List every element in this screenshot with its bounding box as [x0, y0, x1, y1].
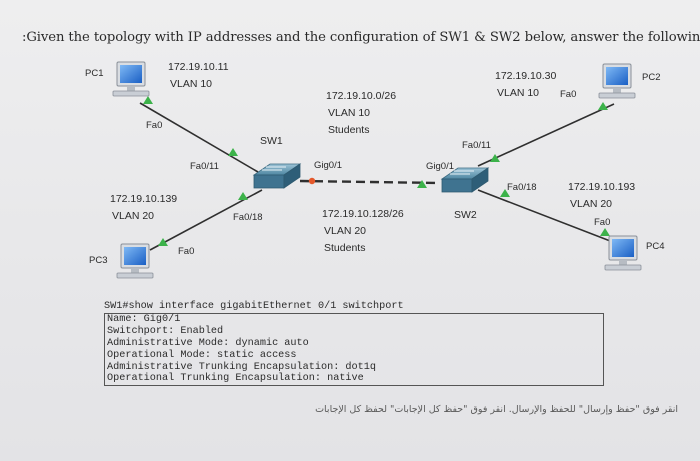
vlan10-name-label: Students	[328, 124, 370, 136]
sw2-fa018-label: Fa0/18	[507, 182, 537, 193]
save-instructions-footer: انقر فوق "حفظ وإرسال" للحفظ والإرسال. ان…	[315, 404, 678, 415]
vlan20-vlan-label: VLAN 20	[324, 225, 367, 237]
question-text: :Given the topology with IP addresses an…	[22, 30, 700, 45]
pc2-vlan-label: VLAN 10	[497, 87, 540, 99]
console-line: SW1#show interface gigabitEthernet 0/1 s…	[104, 301, 404, 312]
port-indicator-pc1-fa0	[143, 96, 153, 104]
link-pc1-sw1	[139, 102, 259, 173]
pc1-computer-icon[interactable]	[112, 61, 150, 97]
pc2-label: PC2	[642, 72, 661, 83]
pc3-ip-label: 172.19.10.139	[110, 193, 178, 205]
console-line: Operational Trunking Encapsulation: nati…	[104, 373, 604, 387]
port-indicator-pc2-fa0	[598, 102, 608, 110]
console-line: Administrative Mode: dynamic auto	[104, 337, 604, 350]
console-line: Switchport: Enabled	[104, 325, 604, 338]
pc4-vlan-label: VLAN 20	[570, 198, 613, 210]
link-sw1-sw2	[299, 179, 441, 185]
pc4-ip-label: 172.19.10.193	[568, 181, 636, 193]
pc4-computer-icon[interactable]	[604, 235, 642, 271]
sw2-fa011-label: Fa0/11	[462, 140, 491, 151]
port-indicator-sw2-fa011	[490, 154, 500, 162]
vlan20-subnet-label: 172.19.10.128/26	[322, 208, 404, 220]
port-indicator-sw1-fa011	[228, 148, 238, 156]
console-line: Administrative Trunking Encapsulation: d…	[104, 361, 604, 374]
pc1-label: PC1	[85, 68, 104, 79]
port-indicator-pc4-fa0	[600, 228, 610, 236]
sw1-fa018-label: Fa0/18	[233, 212, 263, 223]
console-line: Operational Mode: static access	[104, 349, 604, 362]
pc1-ip-label: 172.19.10.11	[168, 61, 229, 73]
sw2-switch-icon[interactable]	[440, 167, 490, 193]
pc2-ip-label: 172.19.10.30	[495, 70, 557, 82]
pc2-computer-icon[interactable]	[598, 63, 636, 99]
pc3-computer-icon[interactable]	[116, 243, 154, 279]
sw1-switch-icon[interactable]	[252, 163, 302, 189]
vlan10-vlan-label: VLAN 10	[328, 107, 371, 119]
pc1-vlan-label: VLAN 10	[170, 78, 213, 90]
sw1-fa011-label: Fa0/11	[190, 161, 219, 172]
vlan20-name-label: Students	[324, 242, 366, 254]
sw2-gig01-label: Gig0/1	[426, 161, 454, 172]
link-sw2-pc4	[477, 189, 619, 245]
vlan10-subnet-label: 172.19.10.0/26	[326, 90, 397, 102]
pc2-port-label: Fa0	[560, 89, 577, 100]
port-indicator-sw1-fa018	[238, 192, 248, 200]
link-sw2-pc2	[477, 103, 615, 167]
pc1-port-label: Fa0	[146, 120, 163, 131]
pc3-vlan-label: VLAN 20	[112, 210, 155, 222]
pc3-label: PC3	[89, 255, 108, 266]
pc4-port-label: Fa0	[594, 217, 611, 228]
switchport-console-output: SW1#show interface gigabitEthernet 0/1 s…	[104, 301, 604, 387]
network-topology-diagram	[112, 61, 642, 279]
port-indicator-pc3-fa0	[158, 238, 168, 246]
sw1-gig01-label: Gig0/1	[314, 160, 342, 171]
pc3-port-label: Fa0	[178, 246, 195, 257]
sw2-label: SW2	[454, 209, 477, 221]
sw1-label: SW1	[260, 135, 283, 147]
pc4-label: PC4	[646, 241, 665, 252]
console-line: Name: Gig0/1	[104, 312, 604, 326]
port-indicator-sw1-gig01	[308, 177, 316, 185]
port-indicator-sw2-fa018	[500, 189, 510, 197]
port-indicator-sw2-gig01	[417, 180, 427, 188]
